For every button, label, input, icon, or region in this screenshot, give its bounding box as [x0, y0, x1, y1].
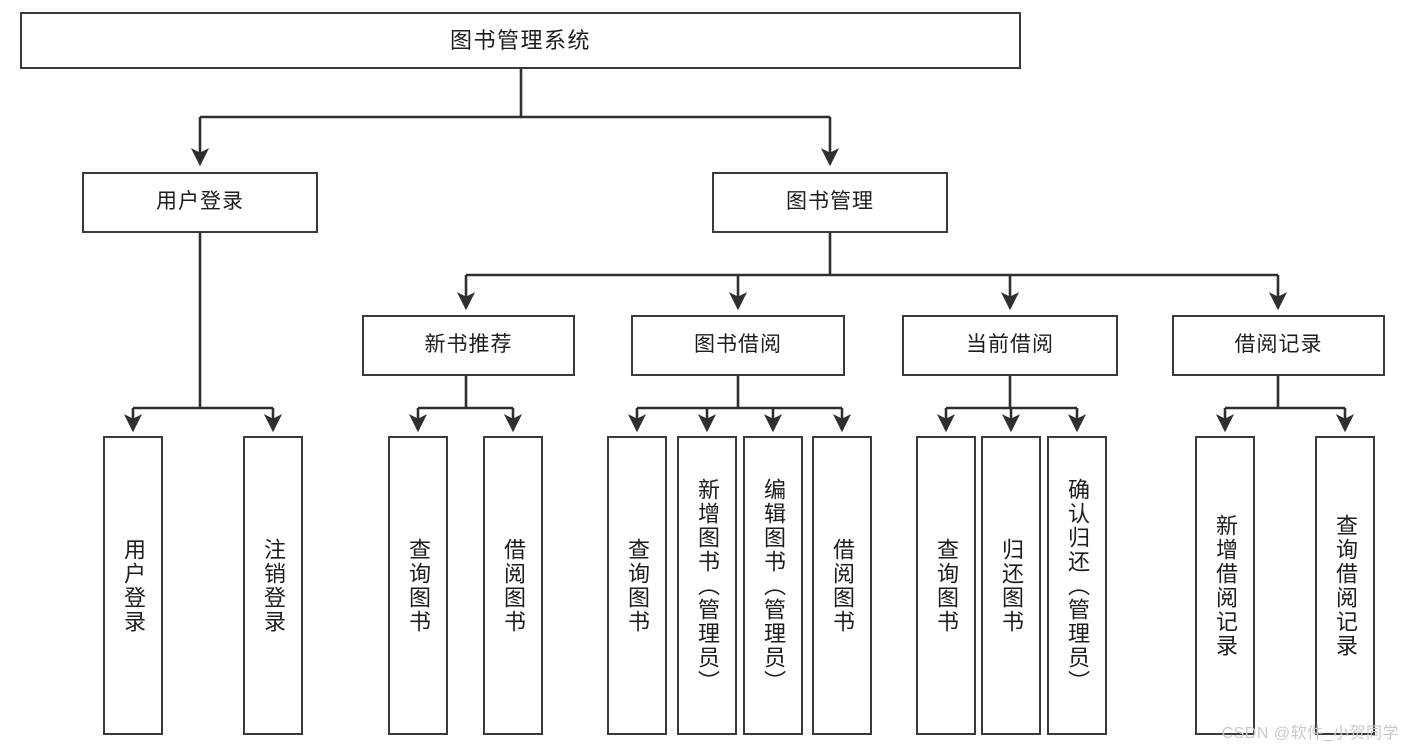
node-label: 图书管理系统: [449, 27, 591, 53]
node-label: 查询图书: [934, 537, 959, 634]
leaf-user-login-login[interactable]: 用户登录: [103, 436, 163, 735]
leaf-user-login-logout[interactable]: 注销登录: [243, 436, 303, 735]
node-label: 图书管理: [786, 190, 874, 214]
leaf-book-borrow-query[interactable]: 查询图书: [607, 436, 667, 735]
node-label: 查询图书: [406, 537, 431, 634]
node-user-login[interactable]: 用户登录: [82, 172, 318, 233]
leaf-current-borrow-return[interactable]: 归还图书: [981, 436, 1041, 735]
node-borrow-record[interactable]: 借阅记录: [1172, 315, 1385, 376]
node-label: 查询图书: [625, 537, 650, 634]
node-label: 新书推荐: [424, 333, 513, 357]
leaf-borrow-record-add[interactable]: 新增借阅记录: [1195, 436, 1255, 735]
leaf-new-book-query[interactable]: 查询图书: [388, 436, 448, 735]
node-label: 确认归还（管理员）: [1065, 477, 1090, 694]
node-label: 用户登录: [121, 537, 146, 634]
leaf-book-borrow-edit[interactable]: 编辑图书（管理员）: [743, 436, 803, 735]
node-label: 图书借阅: [694, 333, 782, 357]
node-label: 用户登录: [156, 190, 244, 214]
node-label: 注销登录: [261, 537, 286, 634]
node-label: 借阅记录: [1234, 333, 1323, 357]
leaf-current-borrow-confirm-return[interactable]: 确认归还（管理员）: [1047, 436, 1107, 735]
node-label: 编辑图书（管理员）: [761, 477, 786, 694]
node-label: 新增借阅记录: [1213, 513, 1238, 658]
node-label: 借阅图书: [830, 537, 855, 634]
node-book-management[interactable]: 图书管理: [712, 172, 948, 233]
node-label: 借阅图书: [501, 537, 526, 634]
leaf-book-borrow-add[interactable]: 新增图书（管理员）: [677, 436, 737, 735]
leaf-borrow-record-query[interactable]: 查询借阅记录: [1315, 436, 1375, 735]
watermark: CSDN @软件_小贺同学: [1221, 725, 1399, 742]
leaf-new-book-borrow[interactable]: 借阅图书: [483, 436, 543, 735]
node-new-book-recommend[interactable]: 新书推荐: [362, 315, 575, 376]
node-label: 查询借阅记录: [1333, 513, 1358, 658]
node-book-borrow[interactable]: 图书借阅: [631, 315, 845, 376]
node-root-system[interactable]: 图书管理系统: [20, 12, 1021, 69]
leaf-book-borrow-borrow[interactable]: 借阅图书: [812, 436, 872, 735]
node-current-borrow[interactable]: 当前借阅: [902, 315, 1118, 376]
node-label: 新增图书（管理员）: [695, 477, 720, 694]
leaf-current-borrow-query[interactable]: 查询图书: [916, 436, 976, 735]
node-label: 当前借阅: [966, 333, 1054, 357]
node-label: 归还图书: [999, 537, 1024, 634]
